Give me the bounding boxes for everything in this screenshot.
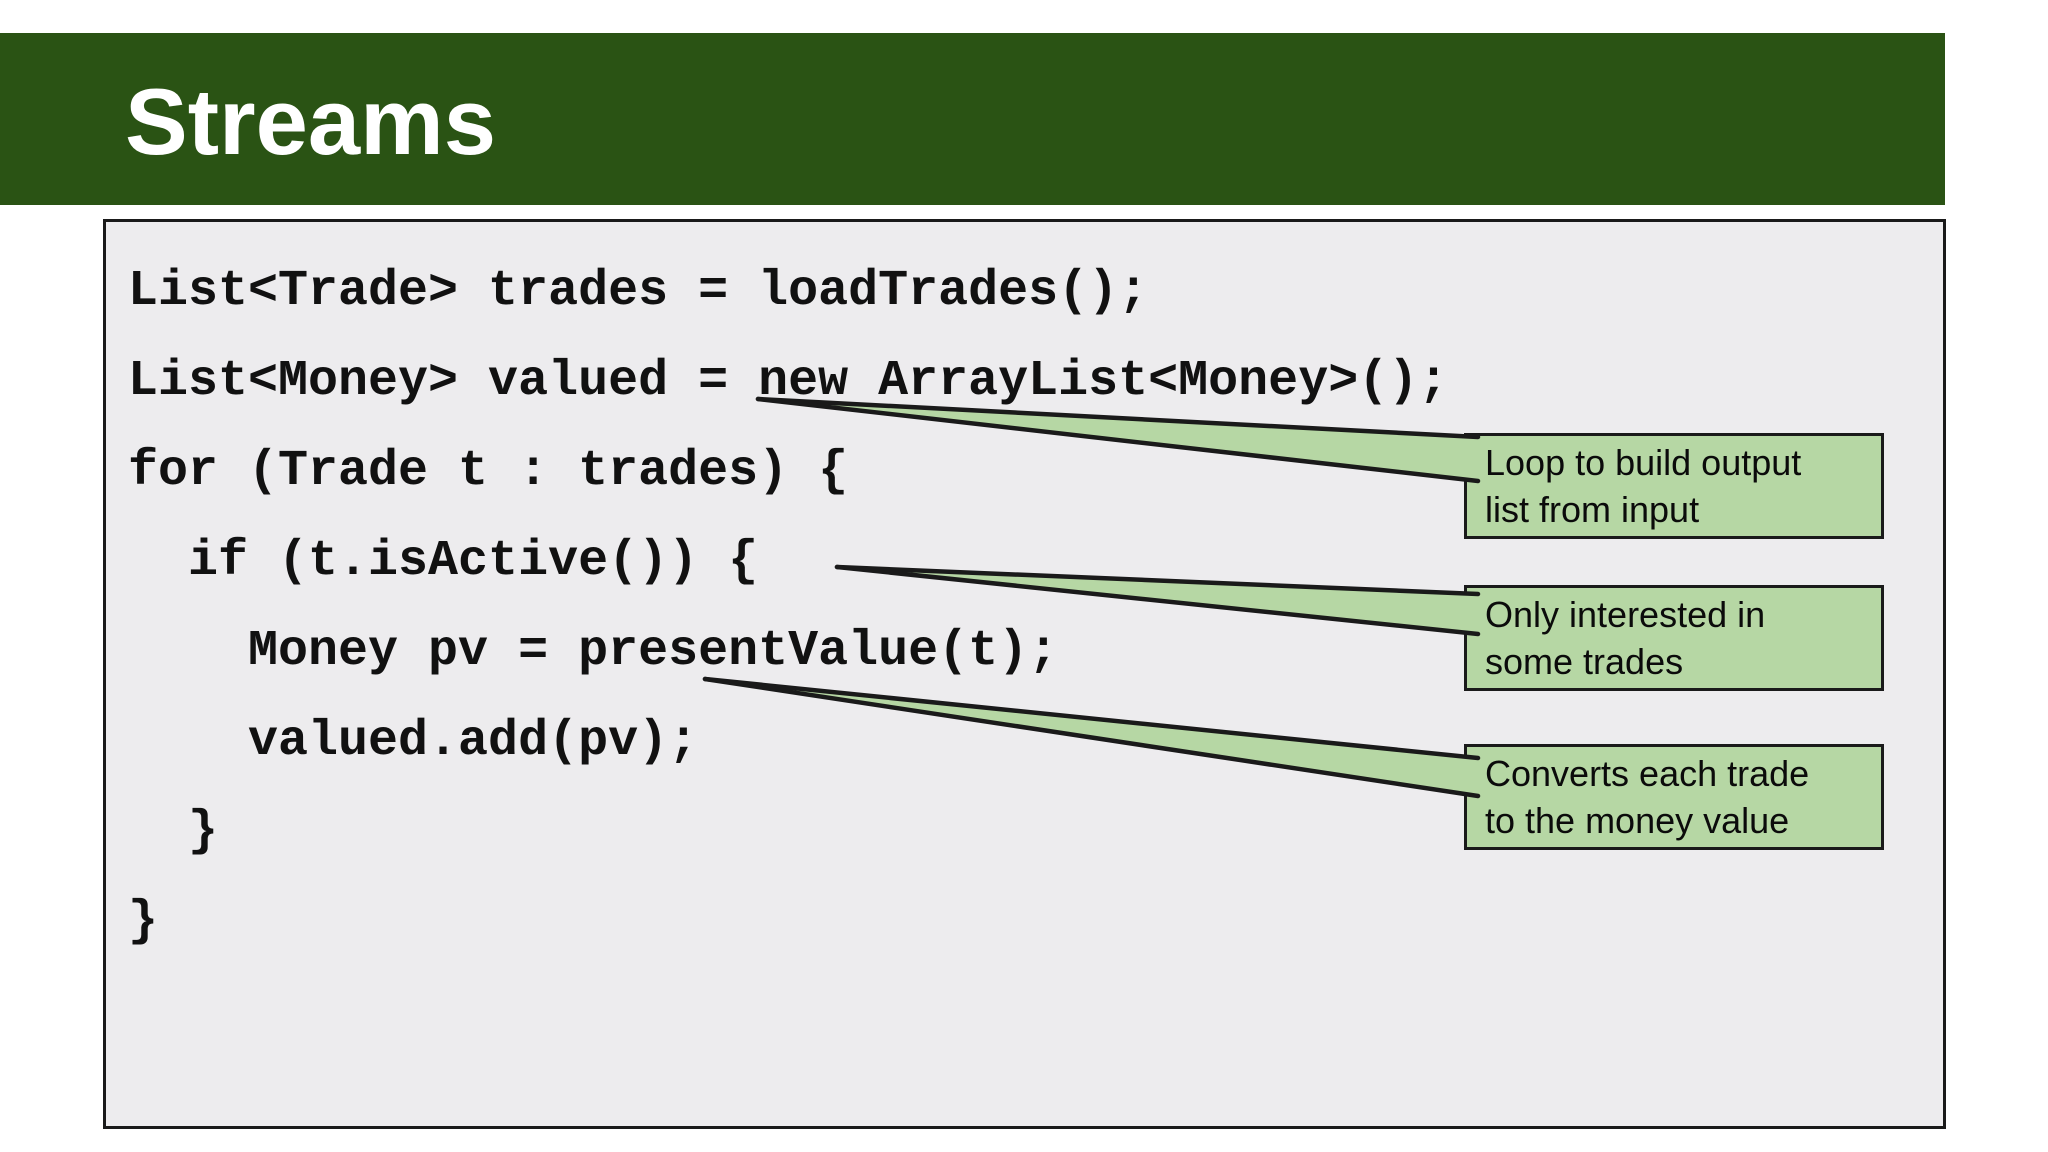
header-bar: Streams [0, 33, 1945, 205]
callout-loop-note-text: Loop to build output list from input [1485, 442, 1802, 530]
slide-title: Streams [125, 69, 496, 174]
callout-convert-note-text: Converts each trade to the money value [1485, 753, 1810, 841]
code-block: List<Trade> trades = loadTrades(); List<… [128, 263, 1449, 950]
callout-filter-note-text: Only interested in some trades [1485, 594, 1766, 682]
callout-filter-note: Only interested in some trades [1464, 585, 1884, 691]
callout-convert-note: Converts each trade to the money value [1464, 744, 1884, 850]
callout-loop-note: Loop to build output list from input [1464, 433, 1884, 539]
